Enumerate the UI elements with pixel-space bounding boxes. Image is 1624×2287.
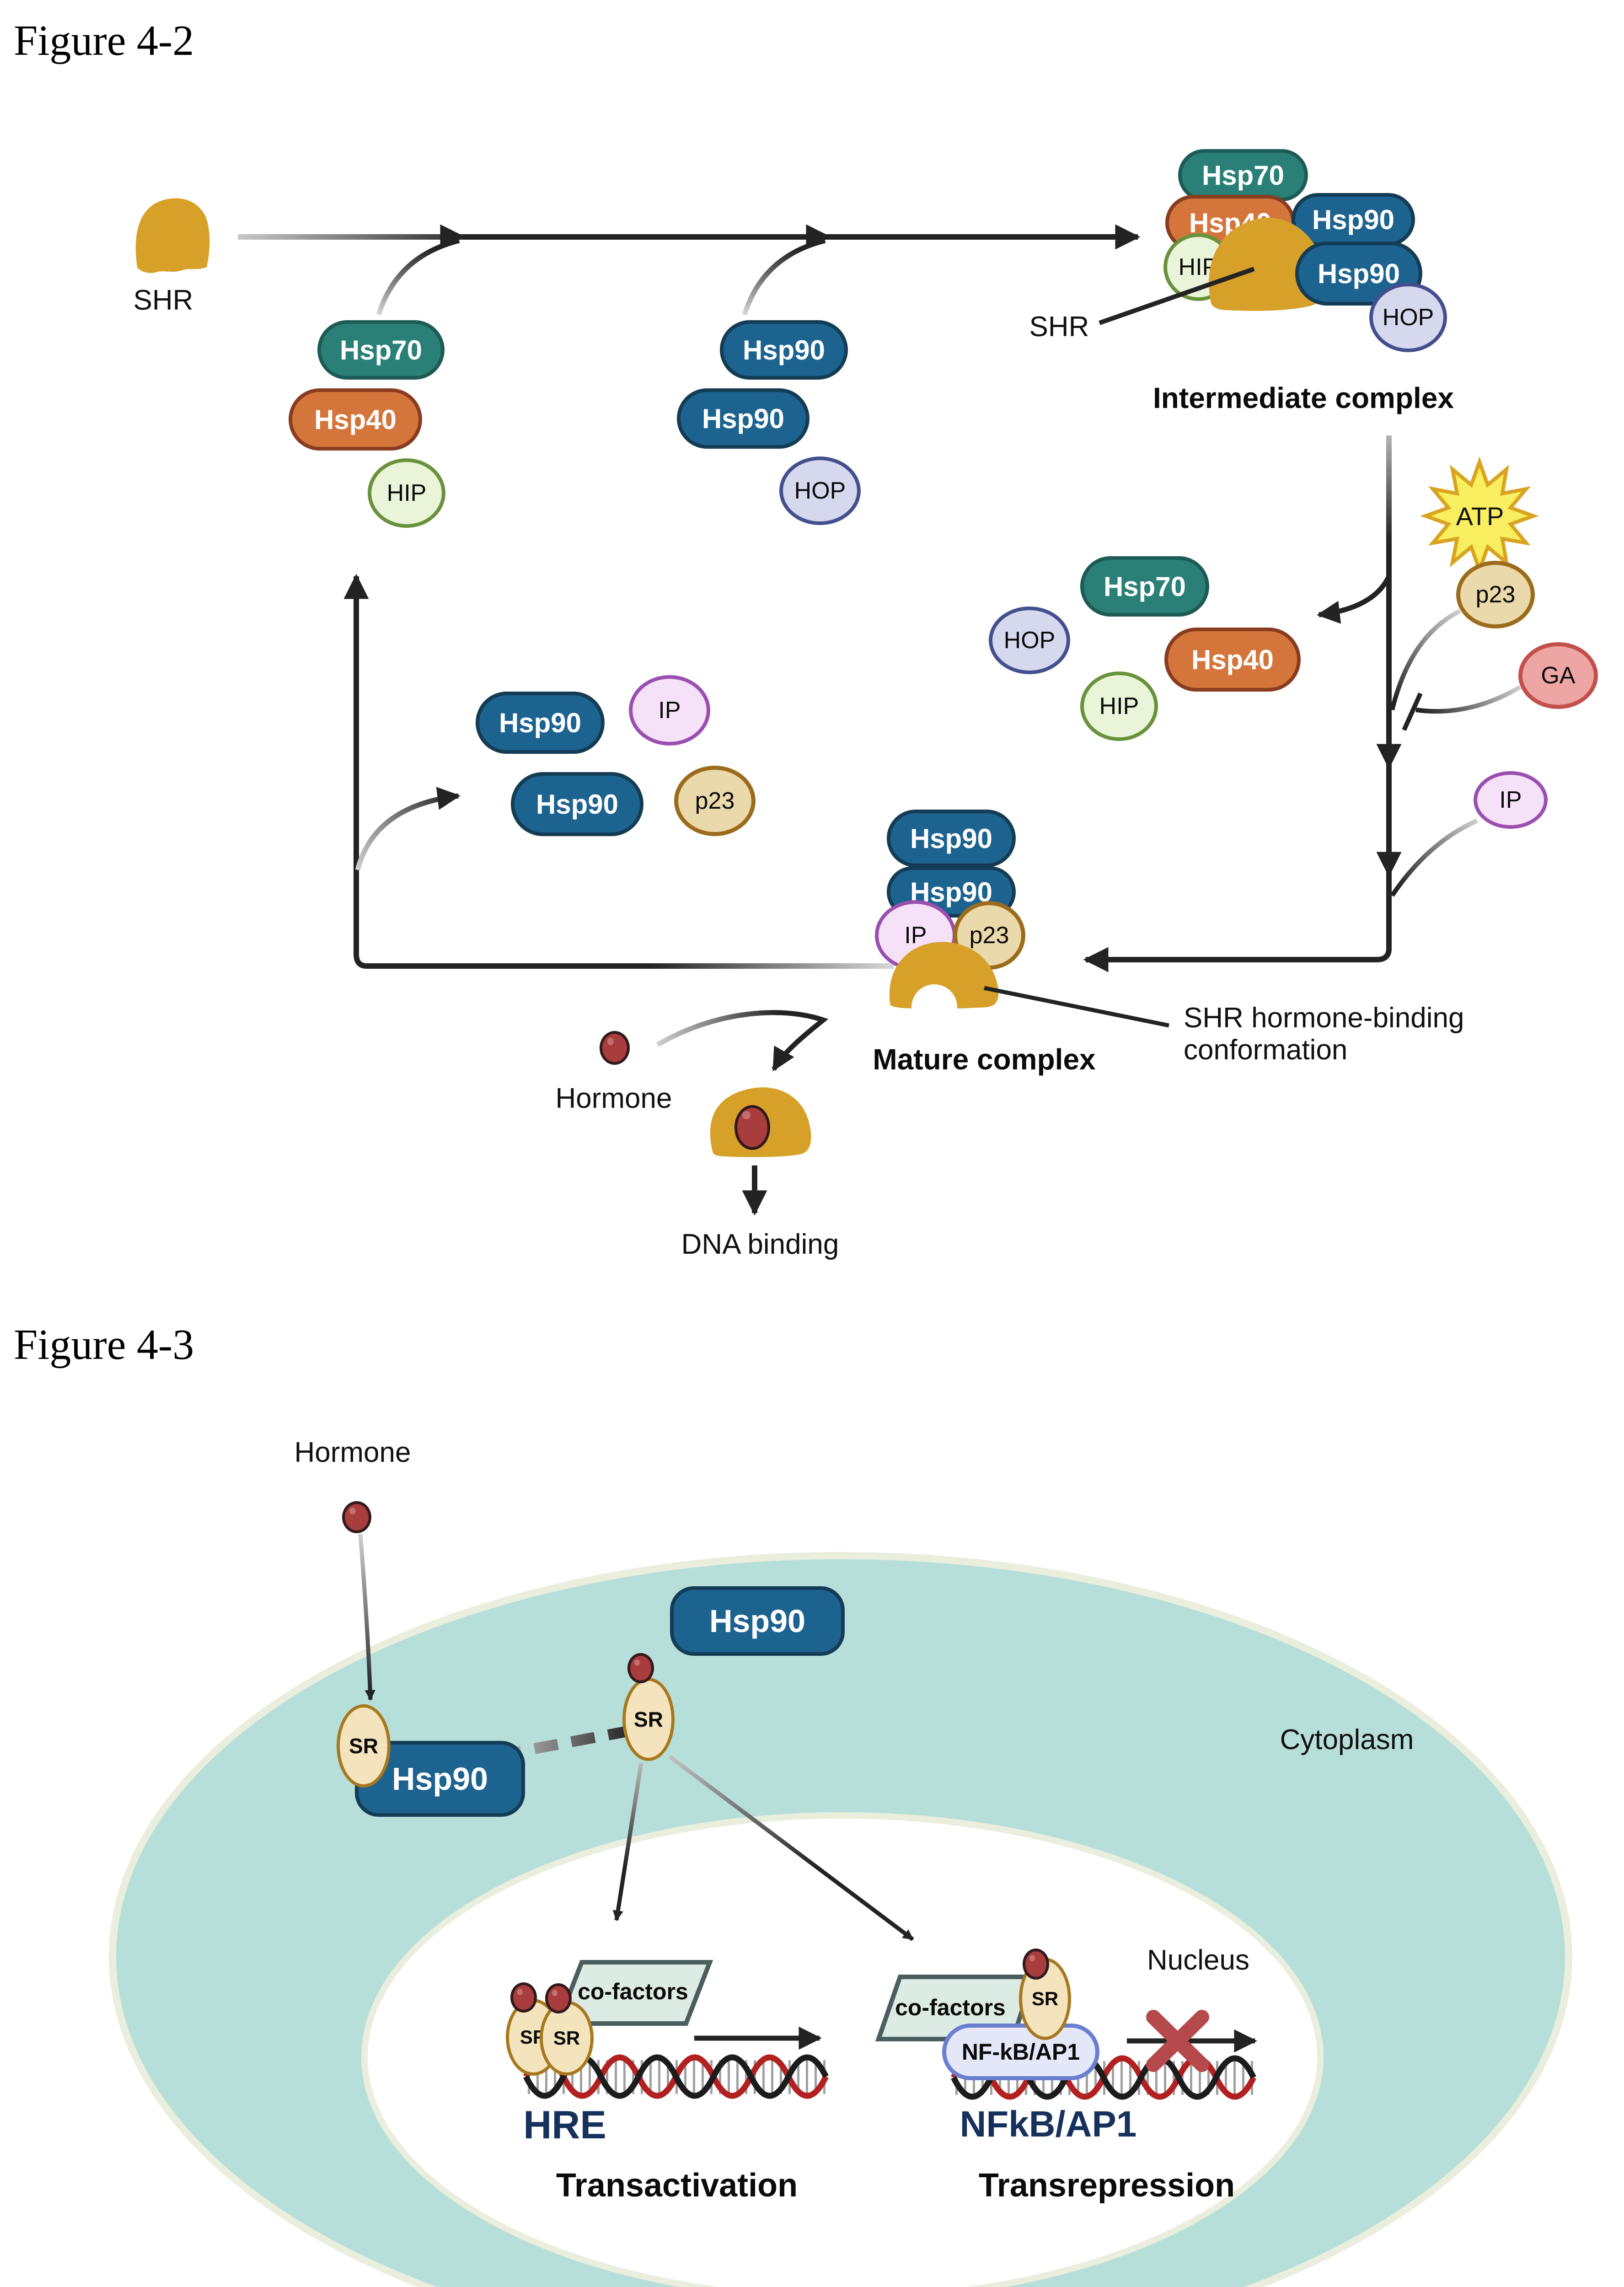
hip-bubble: HIP [1080, 671, 1158, 741]
sr-to-transrepression-arrow [668, 1755, 914, 1941]
p23-join-curve [1390, 609, 1461, 711]
ip-bubble: IP [1474, 771, 1548, 829]
hsp90-pill: Hsp90 [1292, 193, 1415, 246]
p23-bubble: p23 [1456, 561, 1535, 628]
shr-pointer-line [1099, 267, 1255, 325]
atp-label: ATP [1456, 501, 1504, 531]
intermediate-shr-blob [1209, 217, 1326, 311]
red-x-icon [1146, 2010, 1209, 2072]
hsp90-pill: Hsp90 [511, 772, 643, 836]
hip-bubble: HIP [368, 458, 445, 528]
shr-conformation-caption-line1: SHR hormone-binding [1184, 1002, 1464, 1034]
hsp90-pill: Hsp90 [670, 1586, 845, 1656]
hop-bubble: HOP [779, 456, 861, 525]
dna-binding-caption: DNA binding [681, 1228, 839, 1260]
hormone-label: Hormone [555, 1082, 672, 1114]
shr-blob [135, 198, 210, 273]
hormone-dot [545, 1983, 572, 2013]
cytoplasm-label: Cytoplasm [1280, 1723, 1414, 1756]
shr-label: SHR [1029, 311, 1089, 343]
nfkb-ap1-pill: NF-kB/AP1 [942, 2024, 1099, 2080]
cofactors-label: co-factors [895, 1995, 1006, 2020]
hsp70-pill: Hsp70 [317, 320, 445, 380]
branch-to-chaperones-arrow [1316, 575, 1391, 624]
hormone-dot [1023, 1949, 1049, 1980]
recycle-path [343, 574, 894, 969]
hormone-label: Hormone [294, 1436, 411, 1468]
sr-receptor-oval: SR [337, 1704, 391, 1788]
recycle-branch-arrow [355, 787, 461, 871]
transrepression-caption: Transrepression [978, 2167, 1235, 2204]
hsp90-pill: Hsp90 [476, 692, 605, 754]
ip-join-curve [1390, 818, 1479, 897]
hormone-dot [510, 1982, 537, 2013]
ip-bubble: IP [629, 675, 710, 746]
hsp90-pill: Hsp90 [677, 388, 809, 449]
hsp90-pill: Hsp90 [720, 320, 848, 380]
hsp90-pill: Hsp90 [887, 810, 1016, 867]
merge-swoosh-left [376, 238, 460, 316]
hormone-dot [342, 1501, 371, 1533]
hsp40-pill: Hsp40 [289, 388, 422, 451]
hormone-binding-arrow [656, 1010, 829, 1072]
right-flow-path [1083, 435, 1392, 972]
hormone-dot [600, 1031, 630, 1065]
receptor-hormone-highlight [742, 1111, 750, 1119]
hsp70-pill: Hsp70 [1178, 149, 1308, 201]
figure-4-3-title: Figure 4-3 [14, 1321, 194, 1369]
hop-bubble: HOP [989, 607, 1070, 674]
figure-4-2-title: Figure 4-2 [14, 17, 194, 64]
shr-conformation-caption-line2: conformation [1184, 1034, 1348, 1066]
p23-bubble: p23 [674, 766, 756, 836]
transactivation-caption: Transactivation [556, 2167, 798, 2204]
hormone-dot [627, 1653, 654, 1683]
hsp70-pill: Hsp70 [1080, 556, 1209, 617]
shr-label: SHR [133, 284, 193, 316]
conformation-pointer-line [984, 986, 1169, 1028]
ga-bubble: GA [1518, 642, 1598, 709]
intermediate-complex-caption: Intermediate complex [1153, 381, 1454, 414]
mature-shr-horseshoe-blob [889, 942, 999, 1030]
hormone-entry-arrow [358, 1534, 375, 1701]
nfkb-site-label: NFkB/AP1 [959, 2104, 1137, 2144]
hop-bubble: HOP [1369, 283, 1447, 352]
nucleus-label: Nucleus [1147, 1944, 1249, 1976]
hsp40-pill: Hsp40 [1164, 628, 1301, 692]
ga-inhibition-curve [1415, 685, 1522, 714]
sr-to-transactivation-arrow [612, 1762, 643, 1922]
merge-swoosh-mid [742, 238, 826, 316]
ga-inhibition-tbar [1402, 692, 1423, 731]
cofactors-label: co-factors [578, 1979, 688, 2004]
mature-complex-caption: Mature complex [873, 1043, 1096, 1076]
hre-site-label: HRE [523, 2103, 606, 2147]
